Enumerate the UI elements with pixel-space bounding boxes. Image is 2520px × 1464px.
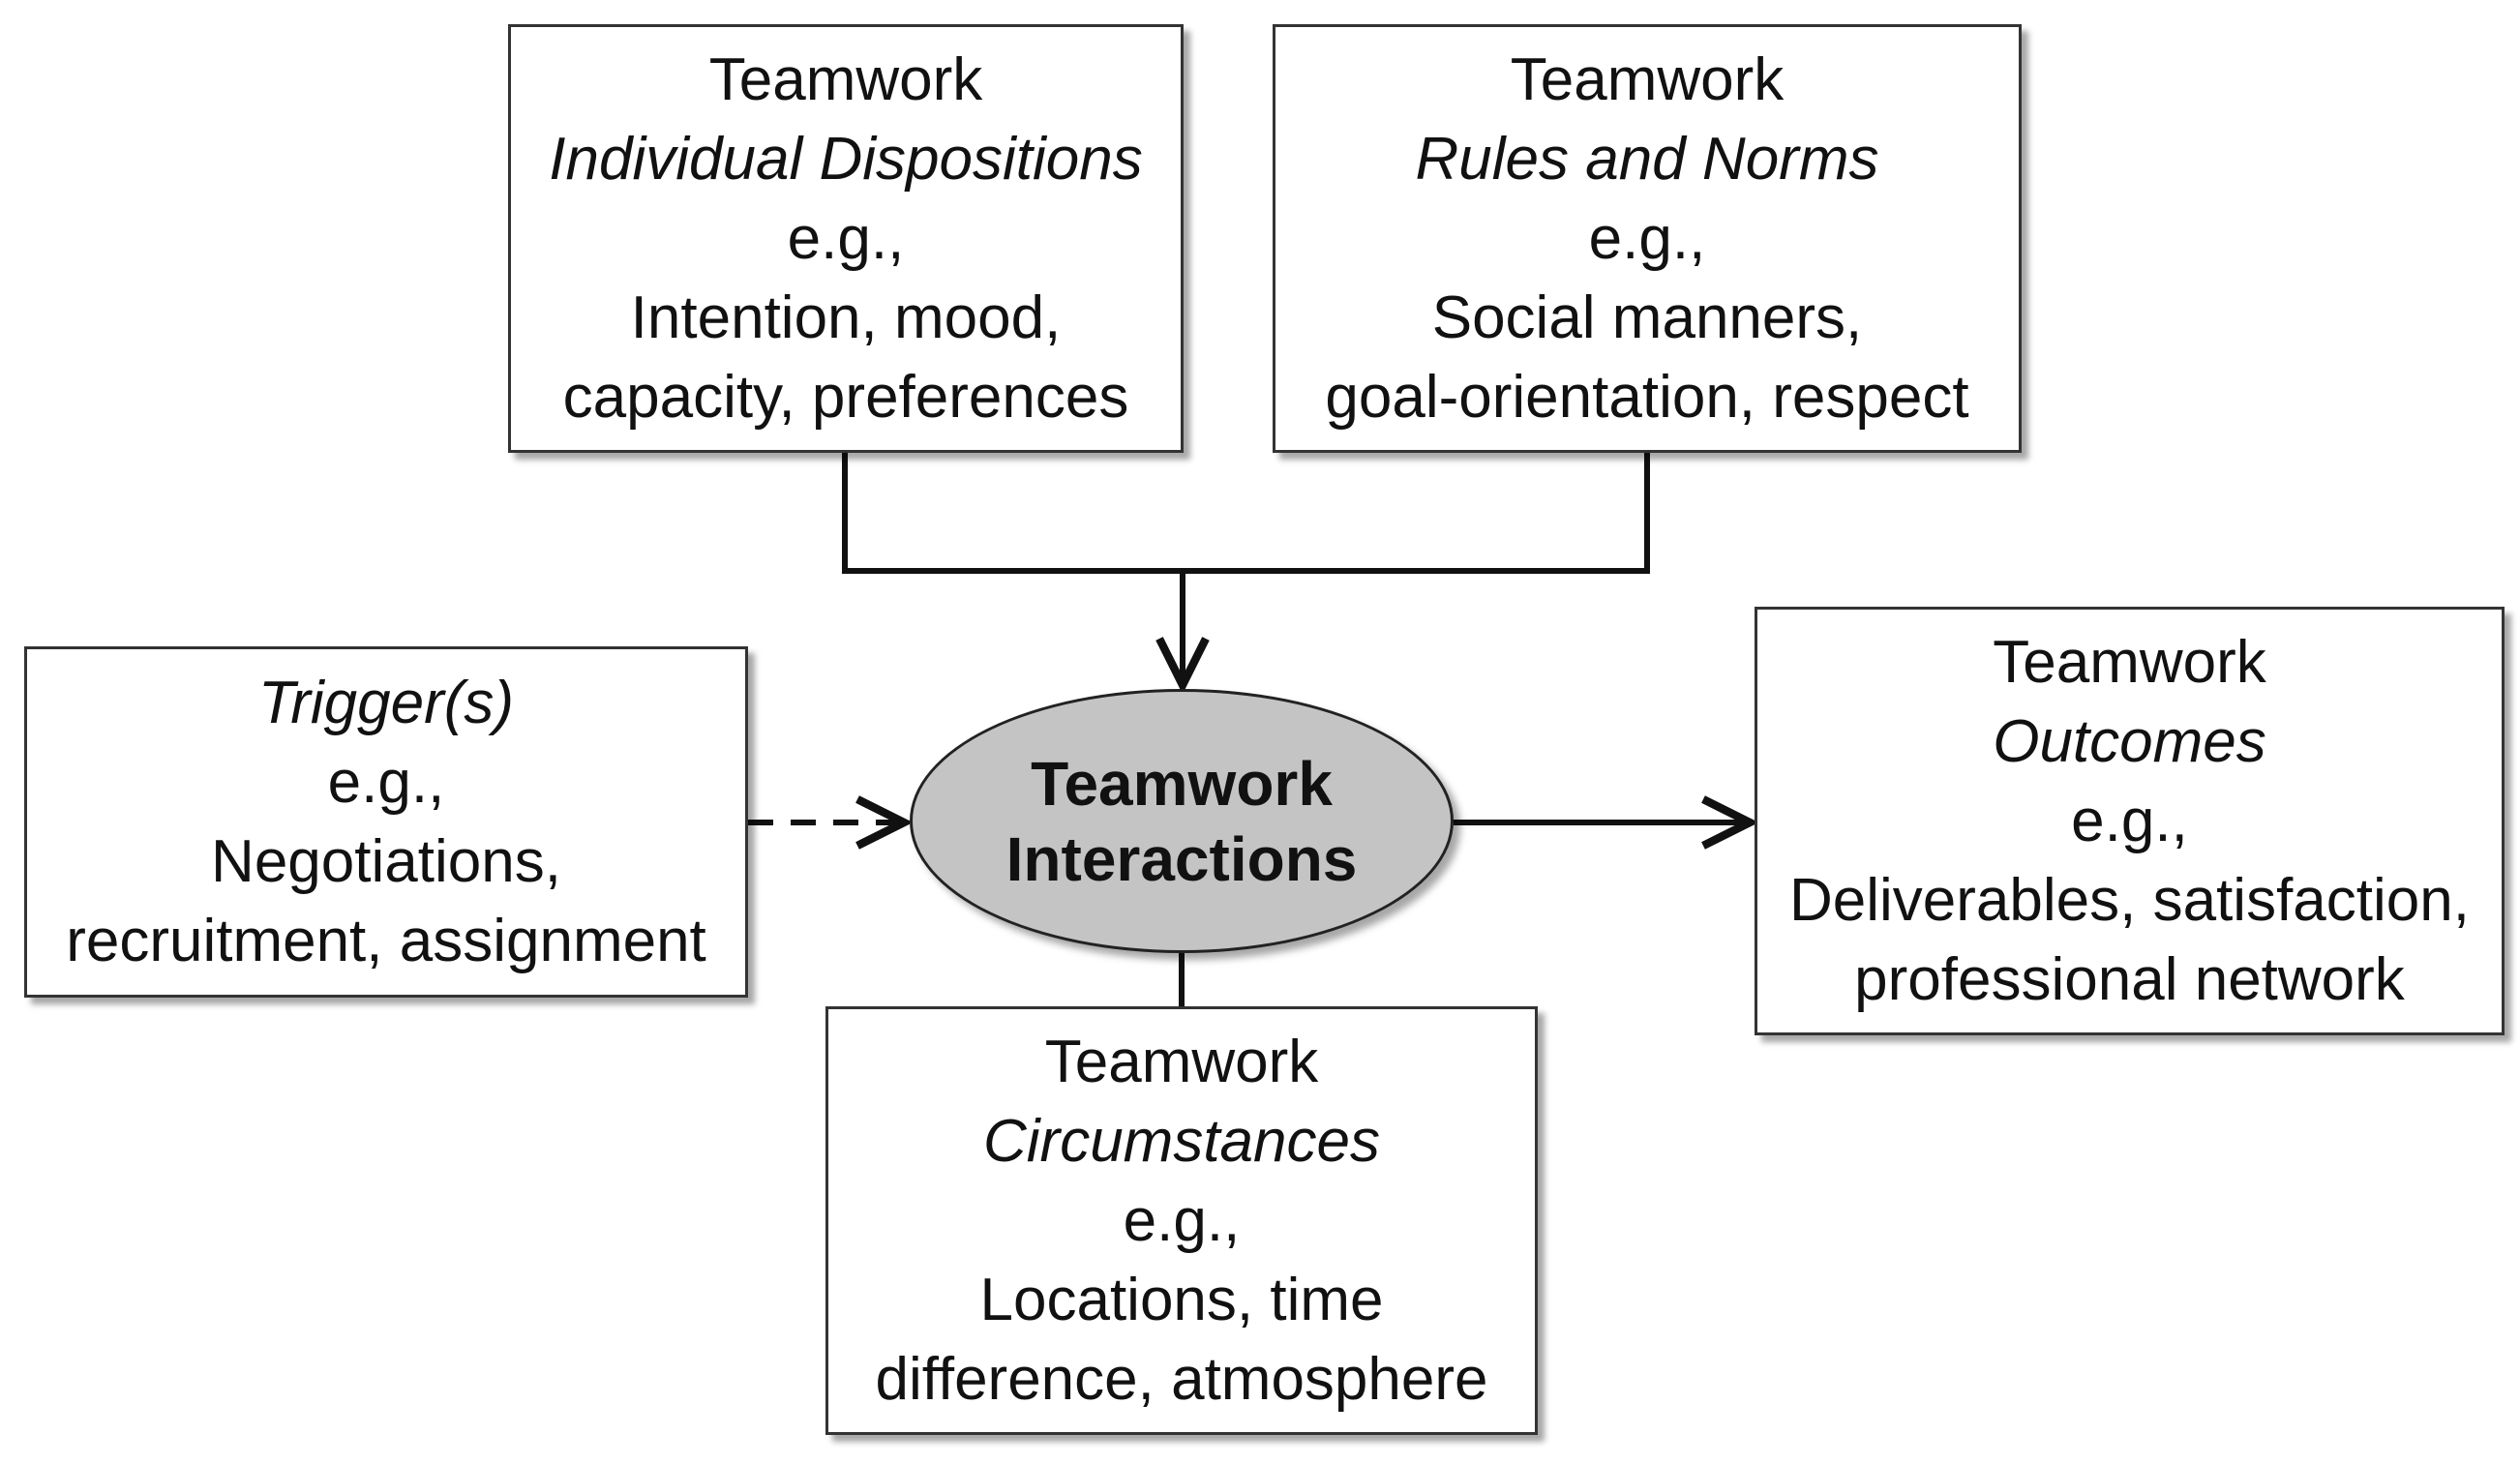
dispositions-title: Teamwork: [708, 45, 983, 113]
circumstances-eg: e.g.,: [1123, 1186, 1241, 1254]
triggers-eg: e.g.,: [327, 748, 445, 816]
triggers-subtitle: Trigger(s): [257, 669, 515, 736]
rules-example-line2: goal-orientation, respect: [1325, 363, 1969, 431]
dispositions-eg: e.g.,: [787, 204, 905, 272]
dispositions-subtitle: Individual Dispositions: [549, 125, 1143, 193]
interactions-line2: Interactions: [1005, 823, 1358, 894]
rules-example-line1: Social manners,: [1431, 284, 1863, 351]
dispositions-example-line1: Intention, mood,: [630, 284, 1062, 351]
circumstances-box: Teamwork Circumstances e.g., Locations, …: [825, 1006, 1538, 1435]
triggers-example-line2: recruitment, assignment: [66, 907, 706, 974]
dispositions-example-line2: capacity, preferences: [562, 363, 1129, 431]
rules-title: Teamwork: [1510, 45, 1785, 113]
outcomes-title: Teamwork: [1993, 628, 2266, 696]
circumstances-example-line1: Locations, time: [979, 1266, 1384, 1333]
connector-top-bracket: [842, 453, 1650, 574]
outcomes-eg: e.g.,: [2071, 787, 2188, 854]
outcomes-box: Teamwork Outcomes e.g., Deliverables, sa…: [1755, 607, 2505, 1035]
triggers-example-line1: Negotiations,: [211, 827, 561, 895]
circumstances-title: Teamwork: [1044, 1028, 1319, 1095]
circumstances-example-line2: difference, atmosphere: [875, 1345, 1488, 1413]
outcomes-subtitle: Outcomes: [1993, 707, 2266, 775]
outcomes-example-line2: professional network: [1854, 945, 2405, 1013]
circumstances-subtitle: Circumstances: [983, 1107, 1380, 1175]
individual-dispositions-box: Teamwork Individual Dispositions e.g., I…: [508, 24, 1184, 453]
triggers-box: Trigger(s) e.g., Negotiations, recruitme…: [24, 646, 748, 998]
rules-and-norms-box: Teamwork Rules and Norms e.g., Social ma…: [1273, 24, 2022, 453]
rules-eg: e.g.,: [1588, 204, 1706, 272]
teamwork-interactions-node: Teamwork Interactions: [910, 689, 1454, 953]
rules-subtitle: Rules and Norms: [1415, 125, 1879, 193]
outcomes-example-line1: Deliverables, satisfaction,: [1789, 866, 2470, 934]
interactions-line1: Teamwork: [1031, 748, 1333, 819]
